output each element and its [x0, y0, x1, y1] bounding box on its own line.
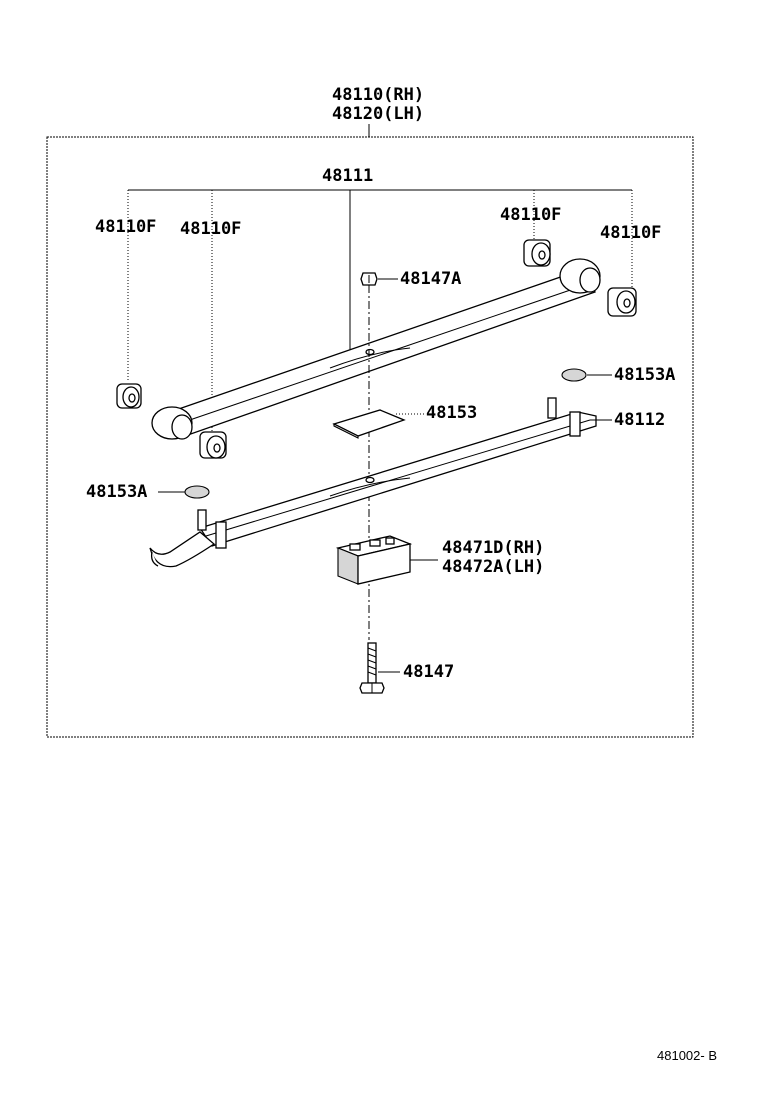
plate[interactable]	[332, 409, 406, 439]
label-plate[interactable]: 48153	[426, 403, 477, 423]
label-bolt[interactable]: 48147	[403, 662, 454, 682]
label-bushing-fr1[interactable]: 48110F	[500, 205, 561, 225]
diagram-code: 481002- B	[657, 1048, 717, 1063]
bushing-front-left-1[interactable]	[116, 383, 142, 409]
label-spacer-rh[interactable]: 48471D(RH)	[442, 538, 544, 558]
rear-eye-hole	[579, 267, 601, 293]
assembly-label-rh[interactable]: 48110(RH)	[332, 85, 424, 105]
bushing-front-right-1[interactable]	[523, 239, 551, 267]
label-second-leaf[interactable]: 48112	[614, 410, 665, 430]
bushing-front-left-2[interactable]	[199, 431, 227, 459]
main-leaf-spring[interactable]	[151, 258, 601, 440]
second-leaf-spring[interactable]	[149, 397, 597, 568]
insert-left[interactable]	[184, 485, 210, 499]
center-hole-2	[365, 476, 375, 484]
label-insert-left[interactable]: 48153A	[86, 482, 147, 502]
label-spacer-lh[interactable]: 48472A(LH)	[442, 557, 544, 577]
label-insert-right[interactable]: 48153A	[614, 365, 675, 385]
assembly-frame	[46, 136, 694, 738]
bushing-front-right-2[interactable]	[607, 287, 637, 317]
nut[interactable]	[360, 272, 378, 286]
label-bushing-fr2[interactable]: 48110F	[600, 223, 661, 243]
bolt[interactable]	[359, 642, 385, 694]
label-main-leaf[interactable]: 48111	[322, 166, 373, 186]
label-bushing-fl2[interactable]: 48110F	[180, 219, 241, 239]
assembly-label-lh[interactable]: 48120(LH)	[332, 104, 424, 124]
label-nut[interactable]: 48147A	[400, 269, 461, 289]
insert-right[interactable]	[561, 368, 587, 382]
label-bushing-fl1[interactable]: 48110F	[95, 217, 156, 237]
spacer-block[interactable]	[335, 535, 413, 585]
front-eye-hole	[171, 414, 193, 440]
center-hole	[365, 348, 375, 356]
